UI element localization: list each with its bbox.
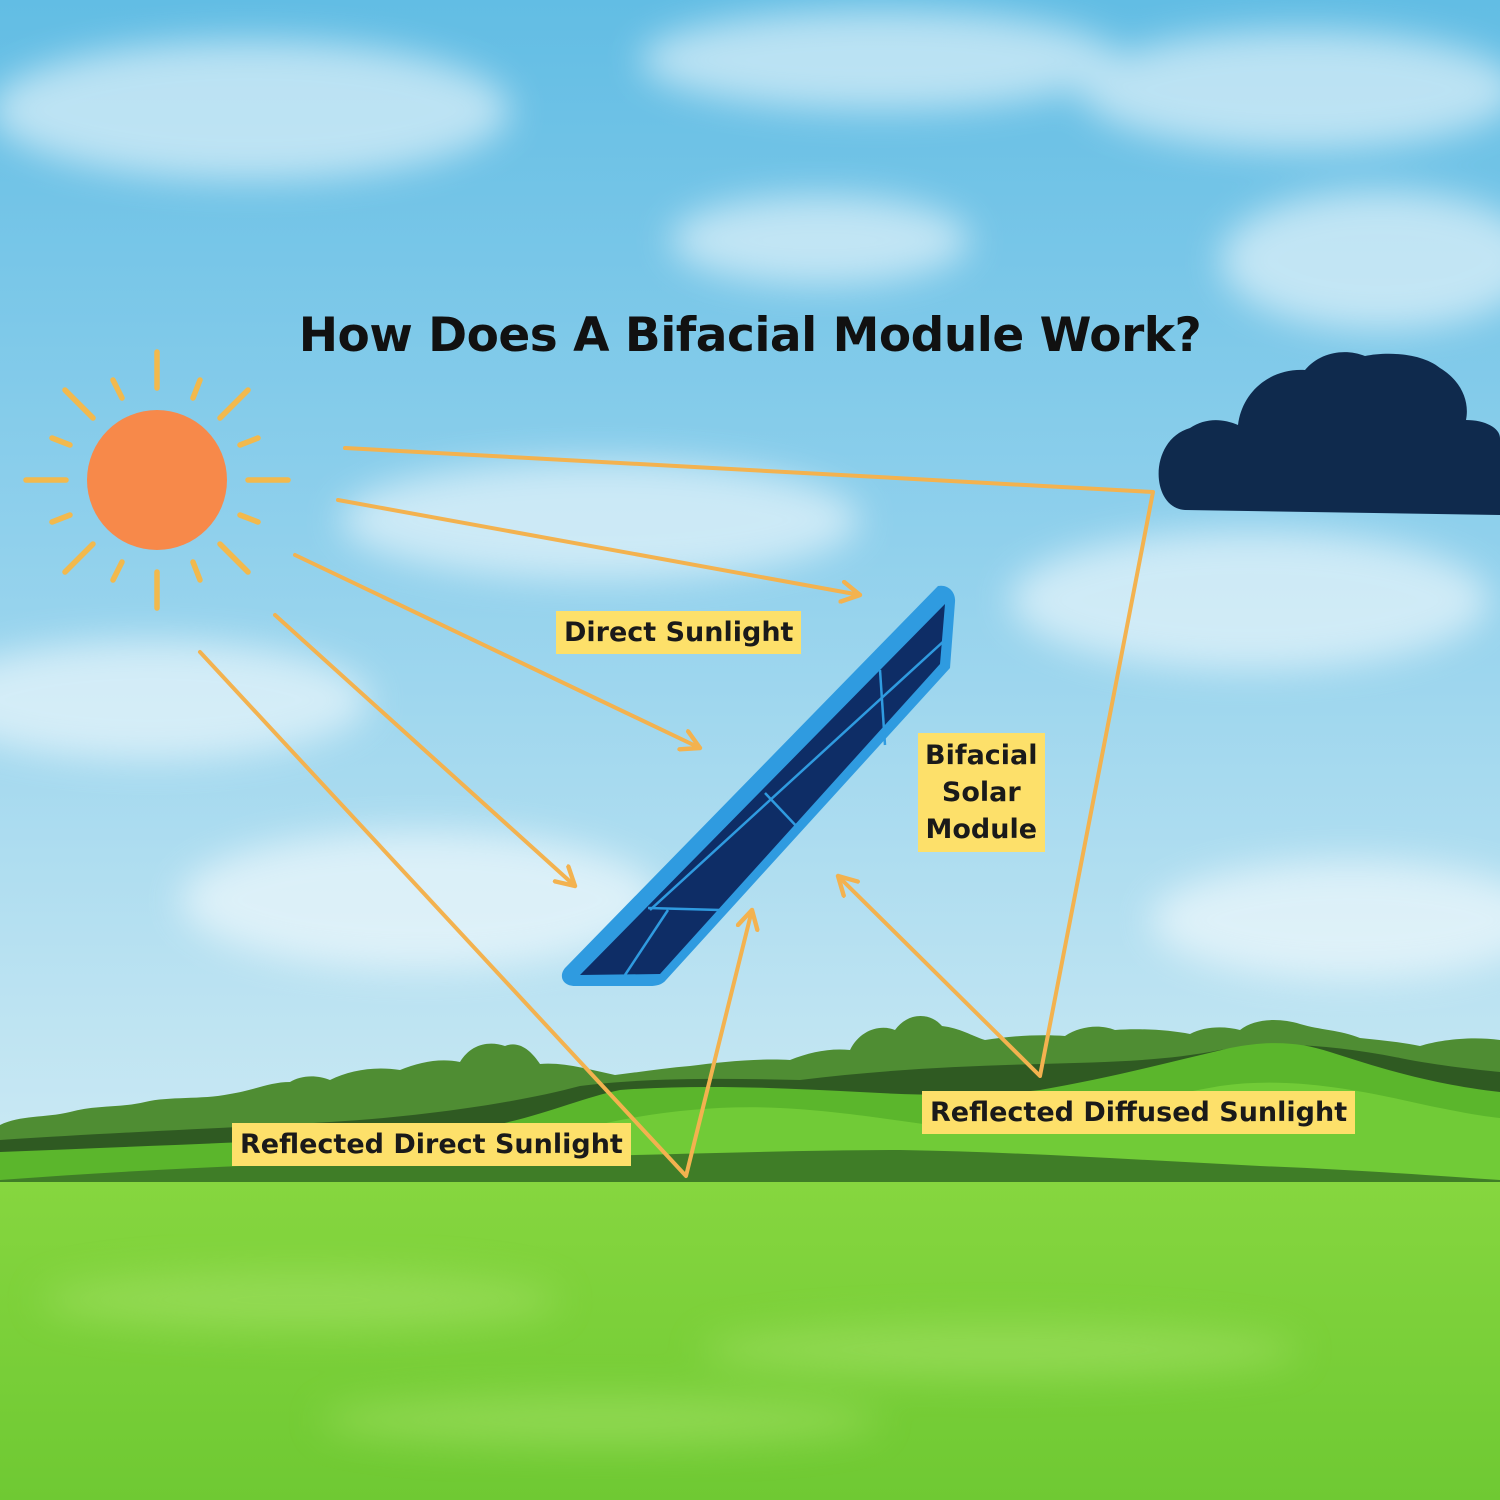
label-module-line-3: Module <box>925 814 1038 845</box>
panel-frame <box>561 585 956 986</box>
arrow-reflected-direct <box>198 650 752 1178</box>
panel-grid <box>623 639 946 976</box>
arrow-direct-2 <box>293 553 700 748</box>
light-arrows <box>198 446 1155 1178</box>
sky-haze <box>0 10 1500 980</box>
arrow-direct-1 <box>336 498 860 595</box>
sun-icon <box>23 349 291 611</box>
label-module-line-2: Solar <box>941 777 1021 808</box>
solar-panel-icon <box>561 585 956 986</box>
diagram-title: How Does A Bifacial Module Work? <box>298 308 1202 363</box>
label-module-line-1: Bifacial <box>925 740 1038 771</box>
label-direct-sunlight: Direct Sunlight <box>556 611 802 654</box>
arrow-reflected-diffused <box>343 446 1155 1078</box>
grass-haze <box>40 1270 1300 1446</box>
cloud-icon <box>1158 352 1500 515</box>
label-bifacial-module: Bifacial Solar Module <box>918 733 1045 852</box>
label-reflected-direct: Reflected Direct Sunlight <box>232 1123 631 1166</box>
label-reflected-diffused: Reflected Diffused Sunlight <box>922 1091 1356 1134</box>
arrow-direct-3 <box>273 613 575 886</box>
panel-cells <box>580 604 945 975</box>
